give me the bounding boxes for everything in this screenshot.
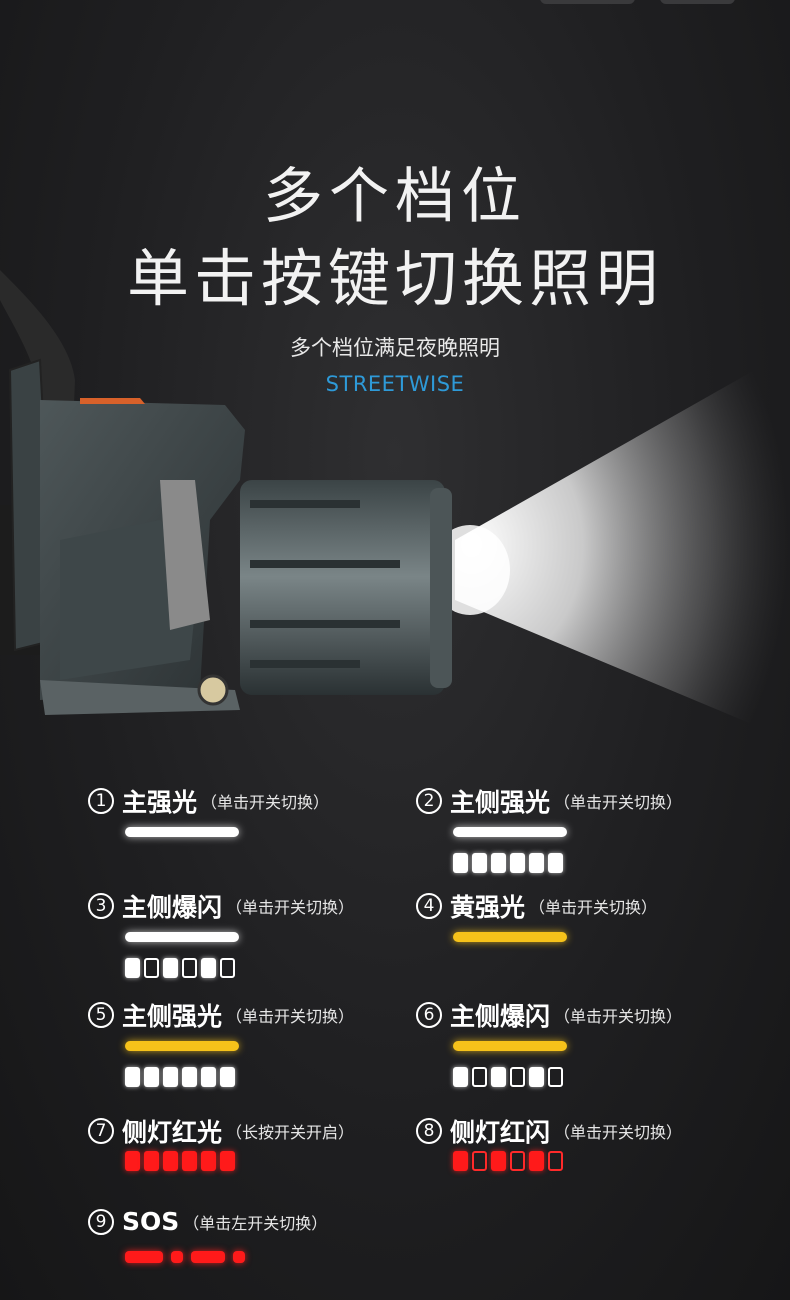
side-light-indicator bbox=[453, 1067, 567, 1087]
led-segment bbox=[182, 958, 197, 978]
sos-segment bbox=[171, 1251, 183, 1263]
mode-note: （单击开关切换） bbox=[554, 1007, 683, 1026]
led-segment bbox=[548, 1067, 563, 1087]
led-segment bbox=[163, 958, 178, 978]
mode-number: 8 bbox=[416, 1118, 442, 1144]
mode-note: （长按开关开启） bbox=[226, 1123, 355, 1142]
mode-note: （单击开关切换） bbox=[201, 793, 330, 812]
led-segment bbox=[529, 1151, 544, 1171]
led-segment bbox=[472, 853, 487, 873]
mode-note: （单击左开关切换） bbox=[183, 1213, 328, 1233]
led-segment bbox=[453, 1151, 468, 1171]
mode-name: SOS bbox=[122, 1207, 180, 1236]
side-light-indicator bbox=[125, 1067, 239, 1087]
led-segment bbox=[220, 958, 235, 978]
led-segment bbox=[529, 1067, 544, 1087]
mode-name: 主侧爆闪 bbox=[450, 1002, 551, 1031]
led-segment bbox=[529, 853, 544, 873]
led-segment bbox=[144, 1151, 159, 1171]
mode-name: 侧灯红光 bbox=[122, 1118, 223, 1147]
mode-note: （单击开关切换） bbox=[529, 898, 658, 917]
yellow-light-bar bbox=[125, 1041, 239, 1051]
mode-number: 5 bbox=[88, 1002, 114, 1028]
mode-header: 5 主侧强光（单击开关切换） bbox=[88, 997, 354, 1033]
mode-header: 6 主侧爆闪（单击开关切换） bbox=[416, 997, 682, 1033]
mode-note: （单击开关切换） bbox=[554, 1123, 683, 1142]
led-segment bbox=[453, 853, 468, 873]
mode-number: 4 bbox=[416, 893, 442, 919]
led-segment bbox=[201, 1151, 216, 1171]
mode-name: 主侧爆闪 bbox=[122, 893, 223, 922]
led-segment bbox=[472, 1151, 487, 1171]
white-light-bar bbox=[125, 827, 239, 837]
mode-header: 4 黄强光（单击开关切换） bbox=[416, 888, 657, 924]
led-segment bbox=[125, 1151, 140, 1171]
led-segment bbox=[201, 1067, 216, 1087]
mode-name: 侧灯红闪 bbox=[450, 1118, 551, 1147]
led-segment bbox=[491, 1067, 506, 1087]
led-segment bbox=[472, 1067, 487, 1087]
sos-signal-indicator bbox=[125, 1251, 253, 1263]
mode-header: 3 主侧爆闪（单击开关切换） bbox=[88, 888, 354, 924]
led-segment bbox=[510, 1067, 525, 1087]
led-segment bbox=[144, 1067, 159, 1087]
mode-name: 主侧强光 bbox=[450, 788, 551, 817]
led-segment bbox=[144, 958, 159, 978]
mode-name: 主强光 bbox=[122, 788, 198, 817]
led-segment bbox=[125, 958, 140, 978]
led-segment bbox=[163, 1067, 178, 1087]
mode-number: 9 bbox=[88, 1208, 114, 1235]
sos-segment bbox=[233, 1251, 245, 1263]
mode-number: 7 bbox=[88, 1118, 114, 1144]
mode-header: 9 SOS（单击左开关切换） bbox=[88, 1207, 327, 1236]
mode-header: 7 侧灯红光（长按开关开启） bbox=[88, 1113, 354, 1149]
led-segment bbox=[453, 1067, 468, 1087]
yellow-light-bar bbox=[453, 932, 567, 942]
led-segment bbox=[491, 853, 506, 873]
sos-segment bbox=[191, 1251, 225, 1263]
led-segment bbox=[548, 853, 563, 873]
page-title-line2: 单击按键切换照明 bbox=[126, 242, 663, 315]
red-side-light-indicator bbox=[125, 1151, 239, 1171]
led-segment bbox=[510, 1151, 525, 1171]
top-logo-fragment bbox=[540, 0, 740, 8]
led-segment bbox=[125, 1067, 140, 1087]
side-light-indicator bbox=[125, 958, 239, 978]
white-light-bar bbox=[125, 932, 239, 942]
mode-name: 主侧强光 bbox=[122, 1002, 223, 1031]
mode-number: 1 bbox=[88, 788, 114, 814]
red-side-light-indicator bbox=[453, 1151, 567, 1171]
mode-note: （单击开关切换） bbox=[226, 1007, 355, 1026]
page-title-line1: 多个档位 bbox=[263, 162, 527, 232]
mode-header: 1 主强光（单击开关切换） bbox=[88, 783, 329, 819]
led-segment bbox=[491, 1151, 506, 1171]
headlamp-image bbox=[0, 270, 790, 740]
led-segment bbox=[220, 1067, 235, 1087]
mode-note: （单击开关切换） bbox=[554, 793, 683, 812]
side-light-indicator bbox=[453, 853, 567, 873]
mode-note: （单击开关切换） bbox=[226, 898, 355, 917]
yellow-light-bar bbox=[453, 1041, 567, 1051]
white-light-bar bbox=[453, 827, 567, 837]
mode-header: 2 主侧强光（单击开关切换） bbox=[416, 783, 682, 819]
mode-number: 2 bbox=[416, 788, 442, 814]
led-segment bbox=[510, 853, 525, 873]
mode-number: 6 bbox=[416, 1002, 442, 1028]
mode-header: 8 侧灯红闪（单击开关切换） bbox=[416, 1113, 682, 1149]
led-segment bbox=[548, 1151, 563, 1171]
led-segment bbox=[182, 1067, 197, 1087]
sos-segment bbox=[125, 1251, 163, 1263]
led-segment bbox=[163, 1151, 178, 1171]
led-segment bbox=[182, 1151, 197, 1171]
led-segment bbox=[201, 958, 216, 978]
brand-name: STREETWISE bbox=[325, 372, 465, 396]
mode-name: 黄强光 bbox=[450, 893, 526, 922]
led-segment bbox=[220, 1151, 235, 1171]
page-subtitle: 多个档位满足夜晚照明 bbox=[290, 336, 500, 360]
mode-number: 3 bbox=[88, 893, 114, 919]
